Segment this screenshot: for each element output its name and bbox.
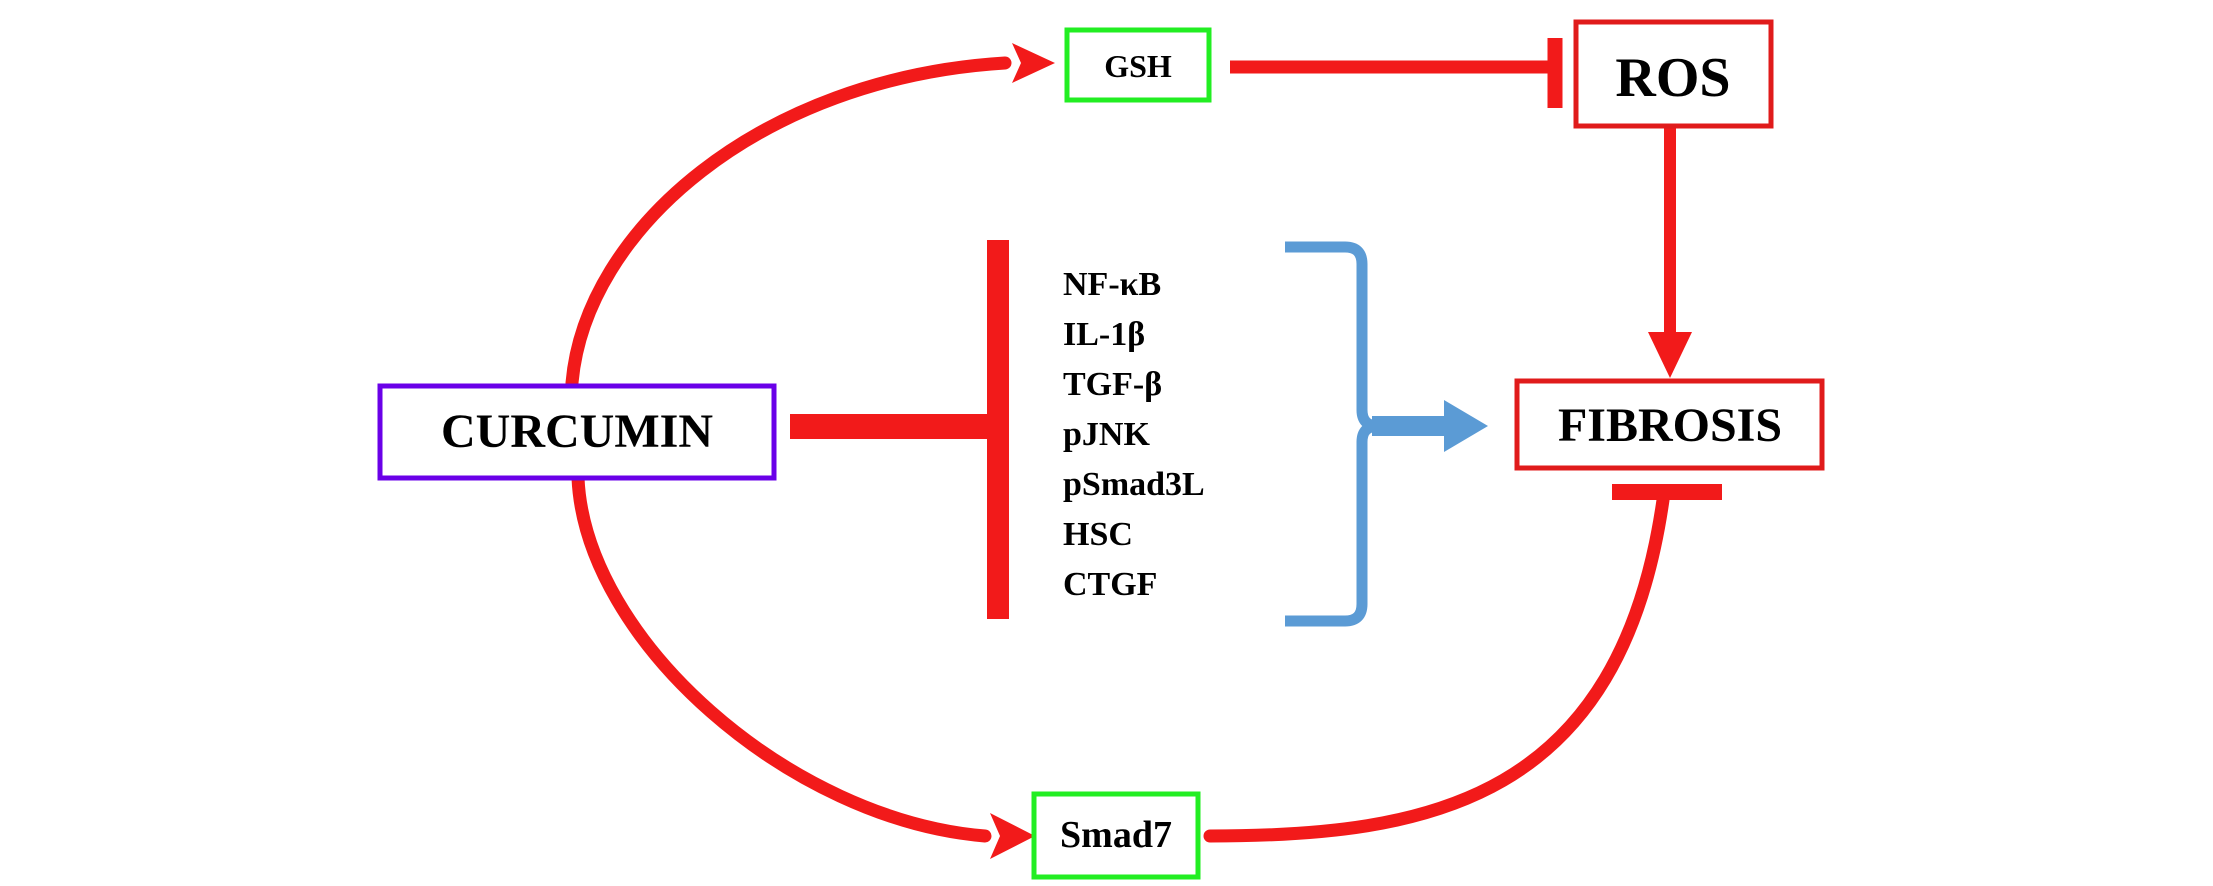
mediator-il-1b: IL-1β xyxy=(1063,316,1145,353)
mediator-nf-kb: NF-κB xyxy=(1063,266,1161,303)
node-ros-box xyxy=(1573,19,1774,129)
arrowhead-fibrosis xyxy=(1648,332,1692,378)
node-smad7-box xyxy=(1031,791,1201,880)
node-curcumin-box xyxy=(377,383,777,481)
node-fibrosis-label: FIBROSIS xyxy=(1558,399,1782,452)
node-smad7-label: Smad7 xyxy=(1060,814,1172,856)
node-smad7: Smad7 xyxy=(1031,791,1201,880)
node-gsh: GSH xyxy=(1064,27,1212,103)
node-ros-label: ROS xyxy=(1615,47,1730,109)
edge-mediators-to-fibrosis xyxy=(1372,416,1450,436)
node-ros: ROS xyxy=(1573,19,1774,129)
node-fibrosis: FIBROSIS xyxy=(1514,378,1825,471)
mediator-psmad3l: pSmad3L xyxy=(1063,466,1205,503)
mediator-ctgf: CTGF xyxy=(1063,566,1157,603)
mediator-hsc: HSC xyxy=(1063,516,1133,553)
node-fibrosis-box xyxy=(1514,378,1825,471)
mediator-tgf-b: TGF-β xyxy=(1063,366,1162,403)
mediators-bracket xyxy=(1285,241,1379,627)
mediator-pjnk: pJNK xyxy=(1063,416,1150,453)
node-curcumin-label: CURCUMIN xyxy=(441,405,713,458)
node-gsh-box xyxy=(1064,27,1212,103)
arrowhead-smad7 xyxy=(990,813,1035,859)
mediators-list: NF-κB IL-1β TGF-β pJNK pSmad3L HSC CTGF xyxy=(1063,266,1205,603)
inhibit-bar-fibrosis xyxy=(1612,484,1722,500)
inhibit-bar-mediators xyxy=(987,240,1009,619)
arrowhead-gsh xyxy=(1012,43,1055,83)
node-curcumin: CURCUMIN xyxy=(377,383,777,481)
edge-curcumin-to-gsh xyxy=(565,56,1012,390)
edge-curcumin-to-mediators xyxy=(790,414,990,439)
arrowhead-fibrosis-blue xyxy=(1444,400,1488,452)
edge-curcumin-to-smad7 xyxy=(571,471,992,843)
edge-smad7-to-fibrosis xyxy=(1203,493,1670,843)
node-gsh-label: GSH xyxy=(1104,48,1172,84)
